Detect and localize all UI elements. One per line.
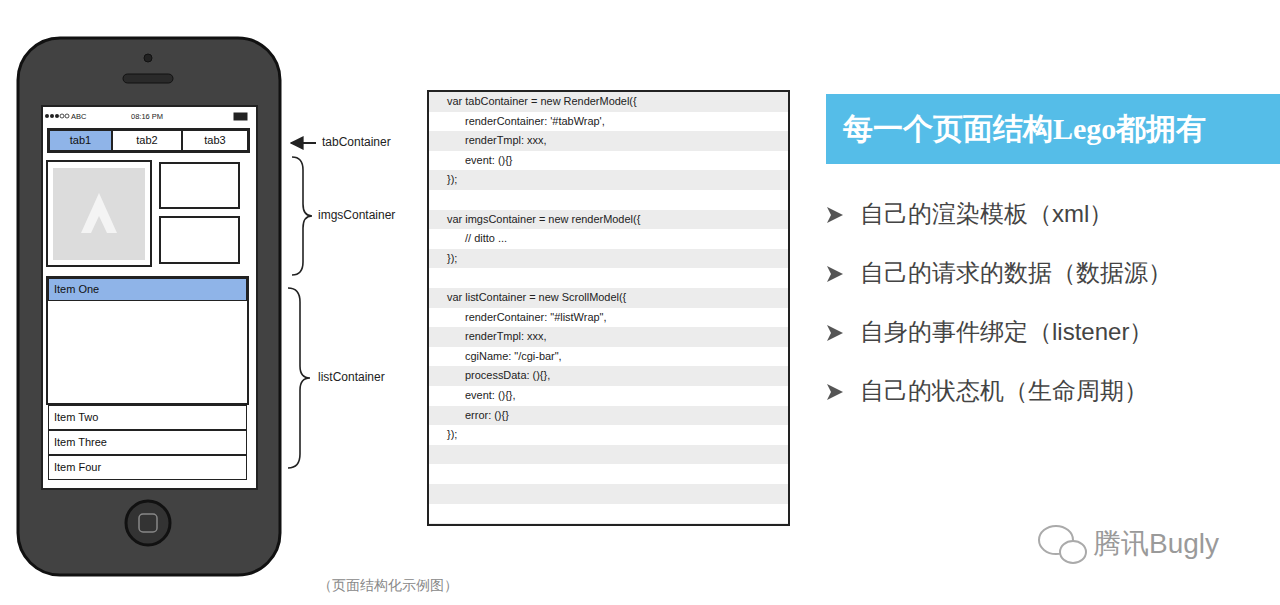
list-item-box: Item Three (48, 430, 247, 455)
list-panel (47, 277, 248, 404)
signal-dot (55, 114, 59, 118)
figure-caption: （页面结构化示例图） (318, 577, 458, 595)
code-line: renderTmpl: xxx, (429, 327, 788, 347)
title-text: 每一个页面结构Lego都拥有 (843, 111, 1206, 147)
code-line: // ditto ... (429, 229, 788, 249)
wechat-bubble (1060, 541, 1086, 563)
bullet-text: 自己的请求的数据（数据源） (860, 259, 1172, 288)
signal-dot (65, 114, 69, 118)
bullet-arrow (827, 266, 843, 282)
bullet-arrow (827, 384, 843, 400)
box-label: Item Two (54, 411, 98, 424)
home-button-icon (139, 514, 157, 532)
wechat-icon (1039, 526, 1086, 563)
list-item-box: Item Four (48, 455, 247, 480)
callout-label: tabContainer (322, 135, 391, 149)
signal-dots (45, 114, 69, 118)
code-line: event: (){}, (429, 386, 788, 406)
callout-label: listContainer (318, 370, 385, 384)
signal-dot (60, 114, 64, 118)
title-band: 每一个页面结构Lego都拥有 (826, 94, 1280, 164)
box-label: tab1 (70, 134, 91, 147)
bullet-text: 自己的渲染模板（xml） (860, 200, 1113, 229)
thumb-box (160, 217, 239, 263)
code-line: renderTmpl: xxx, (429, 131, 788, 151)
battery-icon (234, 113, 247, 120)
tab-bar (48, 129, 249, 152)
bullet-text: 自身的事件绑定（listener） (860, 318, 1153, 347)
callout-label: imgsContainer (318, 208, 395, 222)
box-label: tab2 (136, 134, 157, 147)
bullet-arrow (827, 325, 843, 341)
code-line: renderContainer: "#listWrap", (429, 308, 788, 328)
code-line: cgiName: "/cgi-bar", (429, 347, 788, 367)
code-line: renderContainer: '#tabWrap', (429, 112, 788, 132)
phone-body (18, 38, 280, 575)
list-item-box: Item One (48, 278, 247, 301)
image-frame (47, 161, 151, 266)
bullet-markers (827, 207, 843, 400)
code-line: error: (){} (429, 406, 788, 426)
code-line: processData: (){}, (429, 366, 788, 386)
code-line: var imgsContainer = new renderModel({ (429, 210, 788, 230)
code-line: var listContainer = new ScrollModel({ (429, 288, 788, 308)
image-placeholder (53, 168, 145, 260)
home-button (126, 501, 170, 545)
brace (292, 157, 312, 275)
image-logo (81, 193, 117, 233)
box-label: Item Three (54, 436, 107, 449)
leader-arrow (291, 142, 316, 144)
bullet-text: 自己的状态机（生命周期） (860, 377, 1148, 406)
signal-dot (50, 114, 54, 118)
box-label: tab3 (204, 134, 225, 147)
box-label: Item Four (54, 461, 101, 474)
code-panel: var tabContainer = new RenderModel({rend… (427, 90, 790, 526)
code-line: }); (429, 425, 788, 445)
tab-box: tab1 (49, 130, 112, 151)
watermark: 腾讯Bugly (1093, 527, 1219, 561)
tab-box: tab3 (182, 130, 248, 151)
bullet-arrow (827, 207, 843, 223)
tab-box: tab2 (112, 130, 182, 151)
thumb-box (160, 163, 239, 208)
phone-camera (144, 54, 152, 62)
signal-dot (45, 114, 49, 118)
box-label: Item One (54, 283, 99, 296)
brace (288, 288, 310, 468)
code-line: }); (429, 170, 788, 190)
status-carrier: ABC (71, 112, 86, 121)
code-line: var tabContainer = new RenderModel({ (429, 92, 788, 112)
code-line: event: (){} (429, 151, 788, 171)
status-time: 08:16 PM (131, 112, 163, 121)
list-item-box: Item Two (48, 405, 247, 430)
phone-speaker (123, 74, 173, 83)
code-line: }); (429, 249, 788, 269)
phone-screen (42, 106, 257, 489)
